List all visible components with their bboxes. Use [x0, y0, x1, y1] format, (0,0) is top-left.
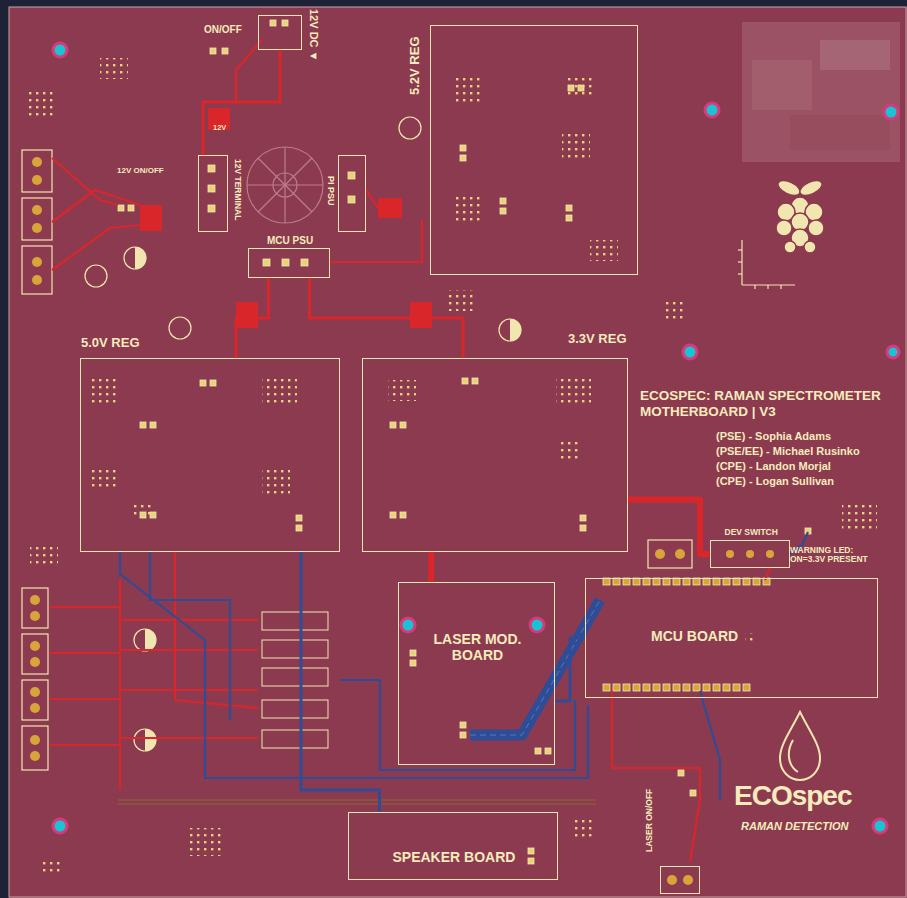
- terminal-block: MCU PSU: [248, 248, 330, 278]
- regulator-module: 5.0V REG: [80, 358, 340, 552]
- daughter-board: SPEAKER BOARD: [348, 812, 558, 880]
- board-label: MCU BOARD: [651, 628, 738, 644]
- pcb-trace: [203, 50, 280, 155]
- regulator-module: 5.2V REG: [430, 25, 638, 275]
- voltage-label: 12V: [213, 124, 226, 133]
- pcb-trace: [431, 552, 432, 582]
- credit-line: (PSE/EE) - Michael Rusinko: [716, 445, 860, 458]
- board-label: 5.2V REG: [408, 36, 423, 95]
- switch-header: DEV SWITCH: [710, 540, 790, 568]
- logo-tagline: RAMAN DETECTION: [741, 820, 849, 833]
- board-label: SPEAKER BOARD: [393, 849, 516, 865]
- board-label: LASER ON/OFF: [645, 789, 655, 852]
- switch-label: 12V ON/OFF: [117, 166, 164, 175]
- board-label: 12V DC ▼: [307, 9, 320, 61]
- credit-line: (CPE) - Landon Morjal: [716, 460, 831, 473]
- board-label: 12V TERMINAL: [232, 159, 242, 220]
- pcb-trace: [310, 278, 464, 358]
- daughter-board: MCU BOARD: [585, 578, 878, 698]
- board-label: LASER MOD. BOARD: [423, 631, 533, 663]
- board-title: ECOSPEC: RAMAN SPECTROMETER MOTHERBOARD …: [640, 388, 902, 419]
- terminal-block: 12V TERMINAL: [198, 155, 228, 232]
- pcb-trace: [301, 552, 380, 812]
- logo-text: ECOspec: [734, 780, 852, 812]
- switch-label: ON/OFF: [204, 24, 242, 36]
- board-label: MCU PSU: [267, 235, 313, 247]
- switch-header: LASER ON/OFF: [660, 866, 700, 894]
- pcb-trace: [555, 638, 585, 701]
- daughter-board: LASER MOD. BOARD: [398, 582, 555, 765]
- pcb-trace: [236, 278, 269, 358]
- regulator-module: 3.3V REG: [362, 358, 628, 552]
- pcb-trace: [628, 500, 710, 554]
- power-jack: 12V DC ▼: [258, 15, 302, 50]
- board-label: DEV SWITCH: [725, 528, 778, 538]
- credit-line: (CPE) - Logan Sullivan: [716, 475, 834, 488]
- warning-note: WARNING LED: ON=3.3V PRESENT: [790, 546, 885, 565]
- terminal-block: PI PSU: [338, 155, 366, 232]
- board-label: PI PSU: [326, 176, 336, 206]
- board-label: 5.0V REG: [81, 336, 140, 351]
- board-label: 3.3V REG: [568, 332, 627, 347]
- credit-line: (PSE) - Sophia Adams: [716, 430, 831, 443]
